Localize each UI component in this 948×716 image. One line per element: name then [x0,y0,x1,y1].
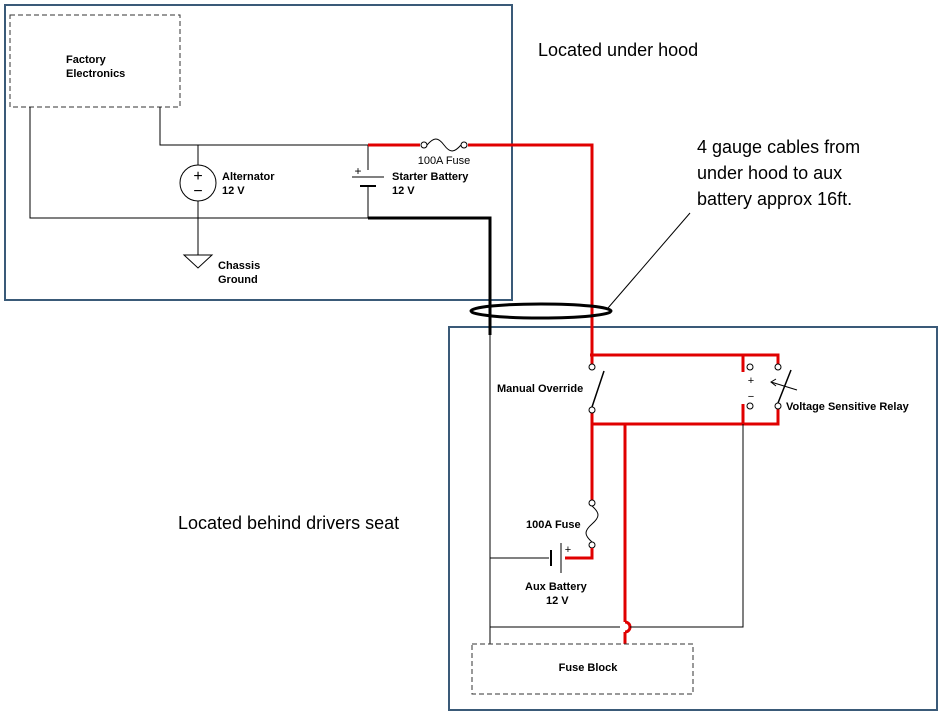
vsr-minus-sign: − [748,391,754,403]
fuse-top-terminal-left [420,141,428,149]
seat-ground-wiring [490,424,744,628]
fuse-aux-terminal-bottom [588,541,596,549]
vsr-sense-arrowhead [770,378,777,387]
aux-battery-plus-sign: + [565,544,571,556]
behind-seat-label: Located behind drivers seat [178,513,399,533]
cable-callout-line [607,212,691,309]
hood-ground-wiring [29,107,369,255]
chassis-ground-label-2: Ground [218,274,258,286]
under-hood-box [4,4,513,301]
chassis-ground-symbol [182,254,214,269]
fuse-aux-label: 100A Fuse [526,519,581,531]
alternator-symbol [179,164,217,202]
manual-override-terminal-bottom [588,406,596,414]
fuse-block-label: Fuse Block [559,662,619,674]
starter-battery-voltage: 12 V [392,185,415,197]
starter-battery-plus-sign: + [354,164,361,178]
fuse-aux-symbol [585,505,599,543]
factory-electronics-label-1: Factory [66,54,107,66]
starter-battery-symbol [352,176,384,187]
vsr-terminal-b-bottom [774,402,782,410]
behind-seat-box [448,326,938,711]
vsr-label: Voltage Sensitive Relay [786,401,910,413]
power-cable-red [368,143,594,365]
alternator-voltage: 12 V [222,185,245,197]
alternator-minus-sign: − [193,183,202,200]
factory-electronics-label-2: Electronics [66,68,125,80]
ground-cable-black [368,216,492,335]
cable-bundle-ellipse [469,302,613,320]
manual-override-label: Manual Override [497,383,583,395]
alternator-plus-sign: + [193,168,202,185]
vsr-terminal-a-top [746,363,754,371]
seat-power-wiring-red [590,353,780,644]
vsr-terminal-a-bottom [746,402,754,410]
cables-note-line-2: under hood to aux [697,163,842,183]
chassis-ground-label-1: Chassis [218,260,260,272]
fuse-top-symbol [426,138,462,152]
vsr-plus-sign: + [748,375,754,387]
aux-positive-wire-red [565,548,594,560]
starter-battery-label: Starter Battery [392,171,469,183]
aux-battery-voltage: 12 V [546,595,569,607]
fuse-aux-terminal-top [588,499,596,507]
manual-override-switch-blade [591,370,605,408]
cables-note-line-3: battery approx 16ft. [697,189,852,209]
fuse-block-box [471,643,694,695]
aux-battery-label: Aux Battery [525,581,588,593]
manual-override-terminal-top [588,363,596,371]
factory-electronics-box [9,14,181,108]
cables-note-line-1: 4 gauge cables from [697,137,860,157]
vsr-terminal-b-top [774,363,782,371]
aux-battery-symbol [550,543,562,573]
fuse-top-terminal-right [460,141,468,149]
under-hood-label: Located under hood [538,40,698,60]
fuse-top-label: 100A Fuse [418,155,471,167]
alternator-label: Alternator [222,171,275,183]
vsr-sense-arrow [770,381,798,391]
